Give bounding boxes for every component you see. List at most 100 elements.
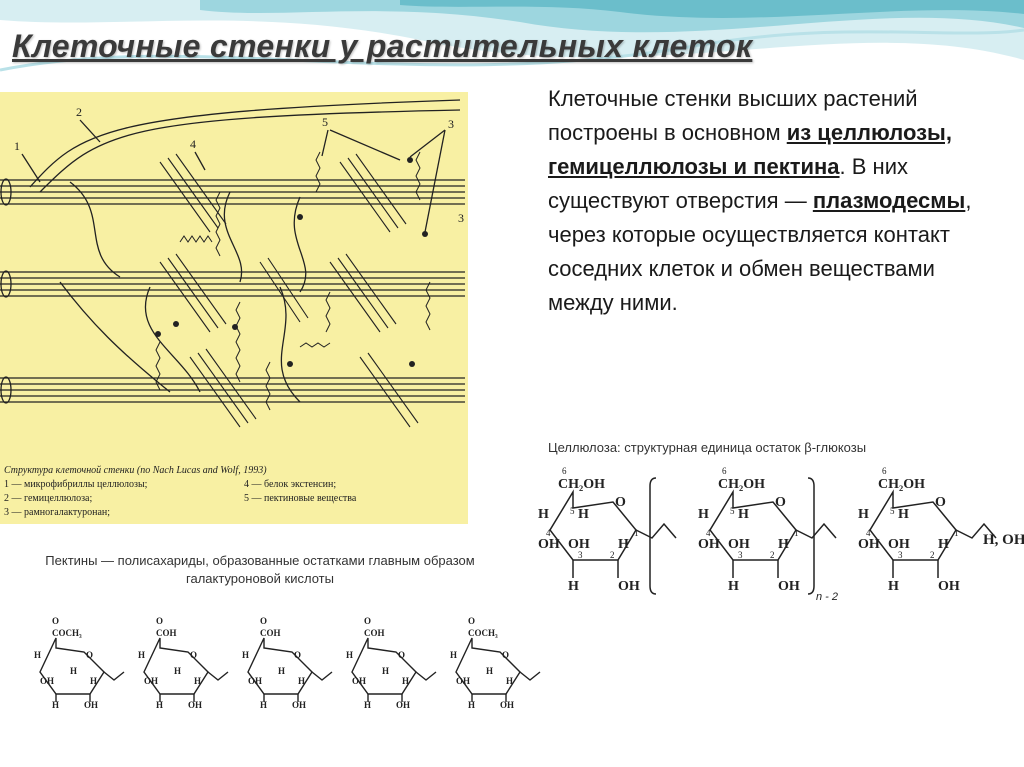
oh-label: OH xyxy=(778,579,800,594)
carbon-number: 4 xyxy=(546,528,551,538)
h-label: H xyxy=(728,579,739,594)
glycosidic-link xyxy=(207,671,229,681)
legend-item: 5 — пектиновые вещества xyxy=(244,493,357,504)
carbon-number: 2 xyxy=(930,550,935,560)
oh-label: OH xyxy=(84,700,98,710)
ring-oxygen: O xyxy=(615,495,626,510)
oh-label: OH xyxy=(888,537,910,552)
h-label: H xyxy=(486,666,493,676)
legend-item: 1 — микрофибриллы целлюлозы; xyxy=(4,479,148,490)
callout-3-right: 3 xyxy=(448,117,454,131)
h-label: H xyxy=(278,666,285,676)
oh-label: OH xyxy=(568,537,590,552)
glycosidic-link xyxy=(415,671,437,681)
h-label: H xyxy=(242,650,249,660)
end-group: H, OH xyxy=(983,532,1024,548)
ring-oxygen: O xyxy=(190,650,197,660)
h-label: H xyxy=(382,666,389,676)
figure-legend: 1 — микрофибриллы целлюлозы; 4 — белок э… xyxy=(4,478,464,520)
glycosidic-link xyxy=(955,522,997,539)
microfibril-bundle-middle xyxy=(0,270,465,298)
glycosidic-link xyxy=(519,671,541,681)
callout-2: 2 xyxy=(76,105,82,119)
h-label: H xyxy=(364,700,371,710)
carbon-number: 5 xyxy=(730,506,735,516)
header-wave-decoration xyxy=(0,0,1024,72)
glucose-ring xyxy=(549,489,637,561)
carbon-number: 6 xyxy=(722,466,727,476)
ring-bond xyxy=(159,694,195,702)
oh-label: OH xyxy=(858,537,880,552)
galacturonic-ring xyxy=(455,637,521,695)
body-text-part: . В них существуют отверстия — xyxy=(548,154,908,213)
h-label: H xyxy=(506,676,513,686)
ring-oxygen: O xyxy=(502,650,509,660)
callout-5: 5 xyxy=(322,115,328,129)
carboxyl-group: COH xyxy=(260,628,281,638)
h-label: H xyxy=(156,700,163,710)
legend-item: 2 — гемицеллюлоза; xyxy=(4,493,93,504)
repeat-bracket-left xyxy=(649,477,657,595)
cellulose-caption: Целлюлоза: структурная единица остаток β… xyxy=(548,440,867,455)
callout-1: 1 xyxy=(14,139,20,153)
carbonyl-oxygen: O xyxy=(52,616,59,626)
h-label: H xyxy=(346,650,353,660)
carbonyl-oxygen: O xyxy=(468,616,475,626)
ch2oh-label: CH₂OH xyxy=(558,477,605,492)
repeat-bracket-right xyxy=(807,477,815,595)
ring-oxygen: O xyxy=(775,495,786,510)
h-label: H xyxy=(778,537,789,552)
glucose-ring xyxy=(869,489,957,561)
oh-label: OH xyxy=(500,700,514,710)
ring-bond xyxy=(471,694,507,702)
oh-label: OH xyxy=(728,537,750,552)
glycosidic-link xyxy=(635,522,677,539)
ring-oxygen: O xyxy=(294,650,301,660)
galacturonic-ring xyxy=(39,637,105,695)
carbon-number: 6 xyxy=(882,466,887,476)
galacturonic-ring xyxy=(351,637,417,695)
oh-label: OH xyxy=(396,700,410,710)
h-label: H xyxy=(138,650,145,660)
galacturonic-ring xyxy=(247,637,313,695)
carbon-number: 5 xyxy=(570,506,575,516)
slide-title: Клеточные стенки у растительных клеток xyxy=(12,28,753,64)
carbonyl-oxygen: O xyxy=(364,616,371,626)
h-label: H xyxy=(888,579,899,594)
carbon-number: 2 xyxy=(610,550,615,560)
ring-bond xyxy=(263,694,299,702)
repeat-count: n - 2 xyxy=(816,591,838,603)
h-label: H xyxy=(70,666,77,676)
h-label: H xyxy=(450,650,457,660)
h-label: H xyxy=(618,537,629,552)
h-label: H xyxy=(538,507,549,522)
oh-label: OH xyxy=(538,537,560,552)
carbon-number: 6 xyxy=(562,466,567,476)
galacturonic-ring xyxy=(143,637,209,695)
carbon-number: 2 xyxy=(770,550,775,560)
oh-label: OH xyxy=(698,537,720,552)
h-label: H xyxy=(52,700,59,710)
h-label: H xyxy=(174,666,181,676)
figure-caption-title: Структура клеточной стенки (по Nach Luca… xyxy=(4,465,267,476)
ring-bond xyxy=(367,694,403,702)
ring-bond xyxy=(892,560,939,578)
cell-wall-diagram: 1 2 3 4 5 3 xyxy=(0,99,465,428)
h-label: H xyxy=(298,676,305,686)
ring-oxygen: O xyxy=(935,495,946,510)
carboxyl-group: COH xyxy=(156,628,177,638)
ch2oh-label: CH₂OH xyxy=(718,477,765,492)
ring-bond xyxy=(732,560,779,578)
h-label: H xyxy=(568,579,579,594)
carbonyl-oxygen: O xyxy=(156,616,163,626)
carboxyl-group: COH xyxy=(364,628,385,638)
ring-bond xyxy=(55,694,91,702)
microfibril-bundle-bottom xyxy=(0,376,465,404)
glycosidic-link xyxy=(311,671,333,681)
h-label: H xyxy=(578,507,589,522)
carbonyl-oxygen: O xyxy=(260,616,267,626)
ch2oh-label: CH₂OH xyxy=(878,477,925,492)
h-label: H xyxy=(738,507,749,522)
